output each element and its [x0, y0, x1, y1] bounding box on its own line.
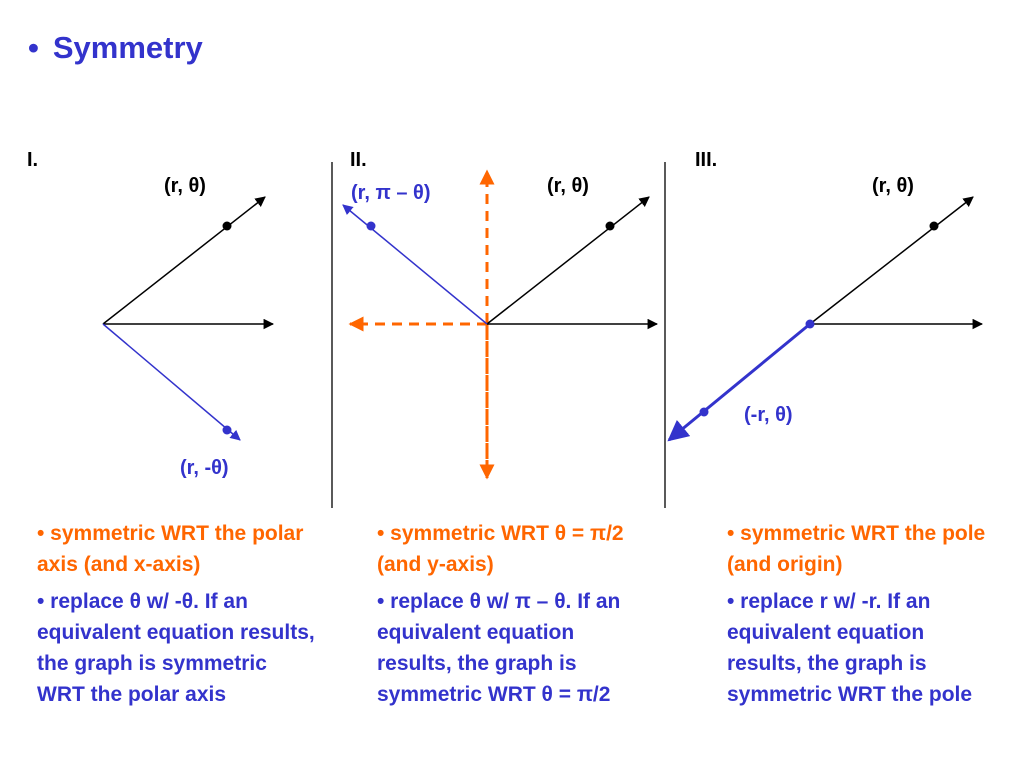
panel-1-ray-theta: [102, 196, 266, 325]
panel-1-label-r-theta: (r, θ): [164, 175, 206, 197]
panel-1-label-r-neg-theta: (r, -θ): [180, 457, 229, 479]
title-bullet: •: [28, 30, 39, 65]
column-1-replace-line: • replace θ w/ -θ. If an equivalent equa…: [37, 590, 315, 706]
panel-2-label: II.: [350, 149, 367, 171]
panel-2-diagram: [342, 169, 659, 480]
column-1-text: • symmetric WRT the polar axis (and x-ax…: [37, 518, 317, 716]
panel-3-ray-theta: [809, 196, 974, 325]
panel-3-label-r-theta: (r, θ): [872, 175, 914, 197]
panel-1-point-r-neg-theta: [222, 425, 232, 435]
panel-3-ray-neg-r: [667, 322, 811, 442]
column-1-symmetry-line: • symmetric WRT the polar axis (and x-ax…: [37, 522, 304, 576]
panel-1-diagram: [102, 196, 275, 441]
slide-title: • Symmetry: [28, 30, 203, 66]
panel-1-label: I.: [27, 149, 38, 171]
column-3-text: • symmetric WRT the pole (and origin) • …: [727, 518, 997, 716]
column-3-symmetry-line: • symmetric WRT the pole (and origin): [727, 522, 986, 576]
panel-2-ray-theta: [486, 196, 650, 325]
column-3-replace-line: • replace r w/ -r. If an equivalent equa…: [727, 590, 973, 706]
panel-2-point-r-pi-minus-theta: [366, 221, 376, 231]
column-2-text: • symmetric WRT θ = π/2 (and y-axis) • r…: [377, 518, 647, 716]
panel-3-label: III.: [695, 149, 717, 171]
panel-3-label-neg-r-theta: (-r, θ): [744, 404, 793, 426]
panel-1-ray-neg-theta: [102, 323, 241, 441]
column-2-symmetry-line: • symmetric WRT θ = π/2 (and y-axis): [377, 522, 624, 576]
panel-2-ray-pi-minus-theta: [342, 204, 488, 325]
panel-3-point-r-theta: [929, 221, 939, 231]
panel-2-label-r-theta: (r, θ): [547, 175, 589, 197]
panel-1-point-r-theta: [222, 221, 232, 231]
panel-3-diagram: [667, 196, 984, 442]
panel-2-label-r-pi-minus-theta: (r, π – θ): [351, 182, 430, 204]
panel-2-point-r-theta: [605, 221, 615, 231]
title-text: Symmetry: [52, 30, 203, 65]
panel-3-point-neg-r-theta: [699, 407, 709, 417]
column-2-replace-line: • replace θ w/ π – θ. If an equivalent e…: [377, 590, 621, 706]
panel-3-pole-point: [805, 319, 815, 329]
